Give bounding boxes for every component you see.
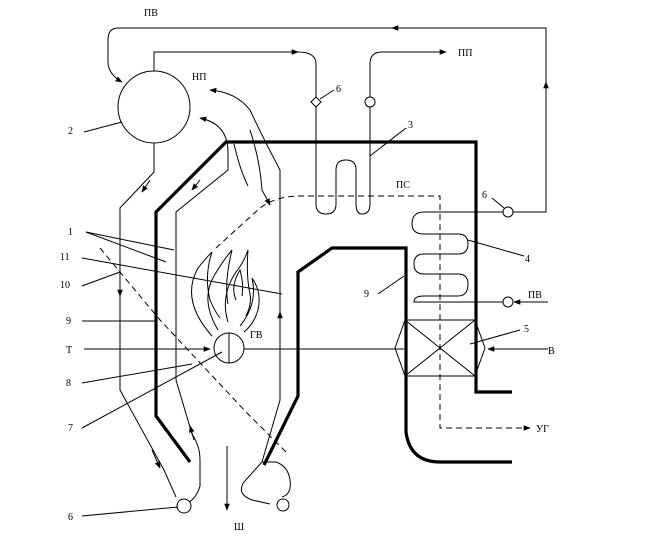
label-pv-top: ПВ (144, 8, 158, 19)
bottom-node-left (176, 498, 192, 514)
riser-right (240, 461, 291, 505)
leader-1b (85, 231, 167, 263)
downcomer-arrow1 (141, 179, 151, 193)
air-heater-diag2 (404, 319, 476, 377)
valve-top (310, 96, 322, 108)
leader-6-top (319, 89, 335, 100)
air-heater-left-cap (394, 319, 406, 377)
num-6-right: 6 (482, 190, 487, 201)
downcomer (119, 143, 177, 498)
leader-1a (85, 231, 175, 251)
num-8: 8 (66, 378, 71, 389)
economiser-inlet-node (502, 296, 514, 308)
leader-10 (81, 271, 121, 287)
air-heater (404, 319, 476, 377)
num-2: 2 (68, 126, 73, 137)
leader-2 (83, 121, 123, 133)
num-3: 3 (408, 120, 413, 131)
riser-right-main (209, 87, 281, 463)
num-9-mid: 9 (364, 289, 369, 300)
leader-5 (469, 329, 521, 345)
num-10: 10 (60, 280, 70, 291)
riser-aux2 (233, 143, 249, 187)
flame-2 (207, 249, 233, 331)
flame-5 (233, 268, 244, 301)
leader-4 (467, 239, 525, 257)
leader-6-right (491, 197, 505, 209)
label-ps: ПС (396, 180, 410, 191)
label-sh: Ш (234, 522, 244, 533)
label-np: НП (192, 72, 206, 83)
economiser-coil (411, 211, 509, 303)
economiser-outlet-node (502, 206, 514, 218)
superheater-outlet-node (364, 96, 376, 108)
num-4: 4 (525, 254, 530, 265)
flame-4 (239, 277, 260, 333)
gas-path-dashed-top (215, 195, 531, 431)
superheater-coil (315, 107, 371, 215)
num-11: 11 (60, 252, 70, 263)
riser-aux (249, 129, 271, 206)
downcomer-arrow3 (151, 449, 161, 469)
label-ug: УГ (536, 424, 549, 435)
leader-6-bottom (81, 506, 179, 517)
steam-line-to-valve (297, 51, 317, 97)
leader-11 (81, 257, 283, 295)
riser-left-arrow2 (191, 179, 201, 191)
furnace-wall-inner (262, 246, 512, 466)
label-t: Т (66, 345, 72, 356)
num-6-bottom: 6 (68, 512, 73, 523)
furnace-wall-left (154, 140, 512, 463)
flame-1 (191, 251, 221, 337)
leader-3 (369, 127, 407, 157)
num-1: 1 (68, 227, 73, 238)
num-5: 5 (524, 324, 529, 335)
riser-left (175, 116, 229, 506)
feedwater-top-line (107, 27, 547, 213)
air-heater-right-cap (474, 319, 486, 377)
flame-3 (224, 249, 251, 323)
num-7: 7 (68, 423, 73, 434)
label-v: В (548, 346, 555, 357)
superheated-steam-line (369, 49, 447, 97)
bottom-node-right (276, 498, 290, 512)
label-gv: ГВ (250, 330, 263, 341)
leader-8 (81, 363, 193, 384)
num-6-top: 6 (336, 84, 341, 95)
num-9-left: 9 (66, 316, 71, 327)
riser-left-arrow (189, 425, 195, 441)
leader-9-mid (377, 275, 405, 295)
label-pv-right: ПВ (528, 290, 542, 301)
drum (117, 70, 191, 144)
leader-7 (81, 351, 223, 429)
steam-line-top (153, 49, 299, 71)
label-pp: ПП (458, 48, 472, 59)
